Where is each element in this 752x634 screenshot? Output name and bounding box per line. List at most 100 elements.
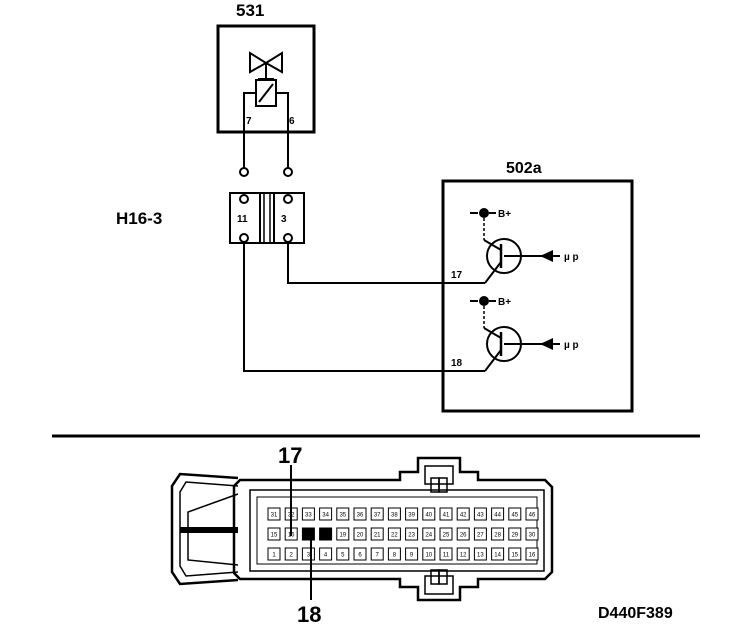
connector-cavity <box>473 507 487 521</box>
connector-cavity <box>353 507 367 521</box>
supply-label-bottom: B+ <box>498 297 511 308</box>
cavity-number: 27 <box>477 533 484 539</box>
cavity-number: 34 <box>322 513 329 519</box>
connector-cavity <box>319 527 333 541</box>
ecu-component: 502a B+ µ p 17 B+ <box>441 160 634 413</box>
cavity-number: 42 <box>460 513 467 519</box>
connector-cavity <box>370 527 384 541</box>
driver-transistor-top: B+ µ p 17 <box>451 208 579 284</box>
valve-label: 531 <box>236 1 264 20</box>
connector-cavity <box>508 527 522 541</box>
connector-cavity <box>525 527 539 541</box>
cavity-number: 20 <box>357 533 364 539</box>
cavity-number: 8 <box>393 553 397 559</box>
cavity-number: 7 <box>376 553 380 559</box>
connector-cavity <box>422 547 436 561</box>
ecu-pin-18: 18 <box>451 358 463 369</box>
connector-cavity <box>456 507 470 521</box>
connector-cavity <box>267 507 281 521</box>
terminal-dot <box>239 194 249 204</box>
connector-housing <box>232 456 554 602</box>
terminal-dot <box>239 233 249 243</box>
connector-cavity <box>456 527 470 541</box>
connector-cavity <box>525 547 539 561</box>
cavity-number: 16 <box>529 553 536 559</box>
connector-cavity <box>405 507 419 521</box>
driver-transistor-bottom: B+ µ p 18 <box>451 296 579 372</box>
valve-pin-right: 6 <box>289 116 295 127</box>
connector-cavity <box>319 547 333 561</box>
connector-cavity <box>319 507 333 521</box>
connector-cavity <box>456 547 470 561</box>
connector-h16-pin-right: 3 <box>281 214 287 225</box>
connector-cavity <box>508 507 522 521</box>
cavity-number: 31 <box>271 513 278 519</box>
valve-component: 531 7 6 <box>216 1 316 170</box>
connector-face-view: 3132333435363738394041424344454615161920… <box>170 443 554 627</box>
cavity-number: 40 <box>425 513 432 519</box>
callout-label-17: 17 <box>278 443 302 468</box>
terminal-dot <box>283 167 293 177</box>
valve-icon <box>249 51 283 74</box>
cavity-number: 46 <box>529 513 536 519</box>
cavity-number: 35 <box>339 513 346 519</box>
connector-cavity <box>491 527 505 541</box>
connector-cavity <box>336 527 350 541</box>
connector-cavity <box>336 547 350 561</box>
connector-lever <box>170 472 239 586</box>
cavity-number: 25 <box>443 533 450 539</box>
cavity-number: 15 <box>511 553 518 559</box>
cavity-number: 6 <box>358 553 362 559</box>
connector-cavity <box>439 527 453 541</box>
ecu-box <box>441 179 634 413</box>
terminal-dot <box>283 233 293 243</box>
cavity-number: 26 <box>460 533 467 539</box>
connector-cavity <box>439 547 453 561</box>
connector-cavity <box>508 547 522 561</box>
ecu-label: 502a <box>506 160 542 177</box>
cavity-number: 43 <box>477 513 484 519</box>
cavity-number: 21 <box>374 533 381 539</box>
cavity-number: 22 <box>391 533 398 539</box>
signal-label-bottom: µ p <box>564 340 579 351</box>
callout-label-18: 18 <box>297 602 321 627</box>
connector-cavity <box>439 507 453 521</box>
connector-cavity <box>353 527 367 541</box>
wire-pin-18 <box>243 242 485 372</box>
cavity-number: 1 <box>272 553 276 559</box>
cavity-number: 11 <box>443 553 450 559</box>
cavity-number: 41 <box>443 513 450 519</box>
figure-id: D440F389 <box>598 605 673 622</box>
connector-cavity <box>422 507 436 521</box>
connector-cavity <box>370 507 384 521</box>
supply-label-top: B+ <box>498 209 511 220</box>
connector-cavity <box>267 527 281 541</box>
connector-cavity <box>525 507 539 521</box>
cavity-number: 13 <box>477 553 484 559</box>
connector-cavity <box>473 547 487 561</box>
wire-pin-17 <box>287 242 485 284</box>
connector-h16-pin-left: 11 <box>237 214 248 225</box>
connector-cavity <box>301 527 315 541</box>
cavity-number: 38 <box>391 513 398 519</box>
valve-pin-left: 7 <box>246 116 252 127</box>
cavity-number: 45 <box>511 513 518 519</box>
connector-cavity <box>405 527 419 541</box>
cavity-number: 14 <box>494 553 501 559</box>
terminal-dot <box>239 167 249 177</box>
connector-cavity <box>370 547 384 561</box>
cavity-number: 36 <box>357 513 364 519</box>
connector-cavity <box>301 507 315 521</box>
signal-label-top: µ p <box>564 252 579 263</box>
connector-cavity <box>267 547 281 561</box>
cavity-number: 9 <box>410 553 414 559</box>
connector-cavity <box>387 527 401 541</box>
cavity-number: 29 <box>511 533 518 539</box>
ecu-pin-17: 17 <box>451 270 463 281</box>
cavity-number: 19 <box>339 533 346 539</box>
cavity-number: 15 <box>271 533 278 539</box>
connector-cavity <box>491 547 505 561</box>
cavity-number: 2 <box>290 553 294 559</box>
cavity-number: 5 <box>341 553 345 559</box>
connector-cavity <box>422 527 436 541</box>
